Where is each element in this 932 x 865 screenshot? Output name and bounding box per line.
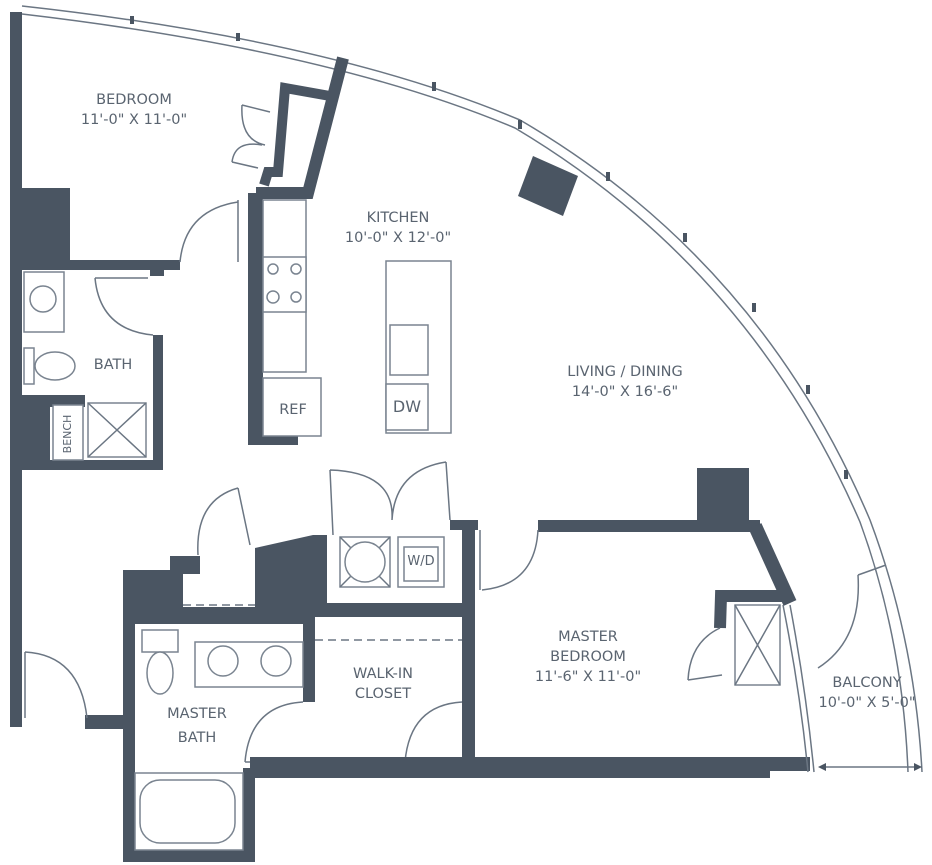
walk-in-left-wall	[303, 617, 315, 702]
balcony-glass-wall	[782, 604, 815, 773]
burners	[266, 263, 302, 304]
mullions	[130, 16, 848, 479]
bench-label: BENCH	[61, 414, 74, 454]
dishwasher	[385, 383, 429, 431]
facade-outer-curve	[21, 5, 923, 773]
vanity-sink-left	[207, 645, 239, 677]
bath-door-swing	[94, 277, 154, 336]
left-exterior-wall	[10, 12, 22, 727]
bedroom-door-swing	[179, 200, 239, 263]
toilet-tank	[23, 347, 35, 385]
master-closet-door-swing	[687, 627, 723, 681]
entry-door-swing	[24, 651, 88, 719]
master-bedroom-bottom-wall	[250, 757, 810, 771]
master-toilet-bowl	[146, 651, 174, 695]
living-column	[518, 156, 578, 216]
bedroom-closet-wall	[256, 56, 349, 199]
master-bedroom-hall-jamb	[462, 520, 478, 530]
shower-x	[87, 402, 147, 458]
linen-door-swing	[197, 487, 251, 556]
bedroom-column	[20, 188, 70, 266]
dimension-arrow-right	[914, 763, 922, 771]
bath-door-jamb	[150, 268, 164, 276]
master-bath-door-swing	[244, 701, 305, 763]
bath-label: BATH	[93, 357, 133, 373]
laundry-closet-divider	[313, 603, 475, 617]
walk-in-door-swing	[404, 701, 463, 763]
hall-dark-block	[255, 535, 313, 617]
washer-drum	[344, 541, 386, 583]
kitchen-partition-wall	[248, 193, 263, 445]
vanity-sink-right	[260, 645, 292, 677]
master-toilet-tank	[141, 629, 179, 653]
closet-door-swing	[231, 104, 271, 169]
master-bath-bottom-wall	[123, 850, 255, 862]
facade-inner-curve	[21, 13, 909, 773]
laundry-door-swing	[329, 461, 451, 536]
master-closet-x	[734, 604, 781, 686]
dimension-arrow-left	[818, 763, 826, 771]
tub-right-wall	[243, 768, 255, 862]
bathtub-basin	[139, 779, 236, 844]
laundry-left-wall	[313, 535, 327, 615]
wd-label: W/D	[407, 554, 435, 569]
bath-bottom-wall	[20, 460, 163, 470]
bedroom-closet-inner-wall	[259, 82, 331, 187]
refrigerator	[262, 377, 322, 437]
master-bedroom-column	[697, 468, 749, 526]
laundry-right-wall	[462, 520, 475, 760]
dw-label: DW	[392, 397, 422, 416]
ref-label: REF	[279, 402, 307, 418]
toilet-bowl	[34, 351, 76, 381]
master-closet-wall	[714, 590, 787, 629]
kitchen-partition-foot	[248, 435, 298, 445]
entry-wall-stub	[85, 715, 135, 729]
balcony-door-swing	[817, 564, 887, 669]
bath-bench-block	[20, 395, 50, 470]
bedroom-bottom-wall	[20, 260, 180, 270]
master-bath-top-wall	[123, 607, 313, 624]
master-bedroom-door-swing	[479, 529, 539, 591]
dryer-door	[403, 546, 439, 582]
bath-sink	[29, 285, 57, 313]
bench	[52, 404, 84, 461]
master-bedroom-bottom-wall-lower	[250, 768, 770, 778]
island-sink	[389, 324, 429, 376]
master-bath-top-jamb	[170, 556, 200, 574]
bath-right-wall	[153, 335, 163, 470]
